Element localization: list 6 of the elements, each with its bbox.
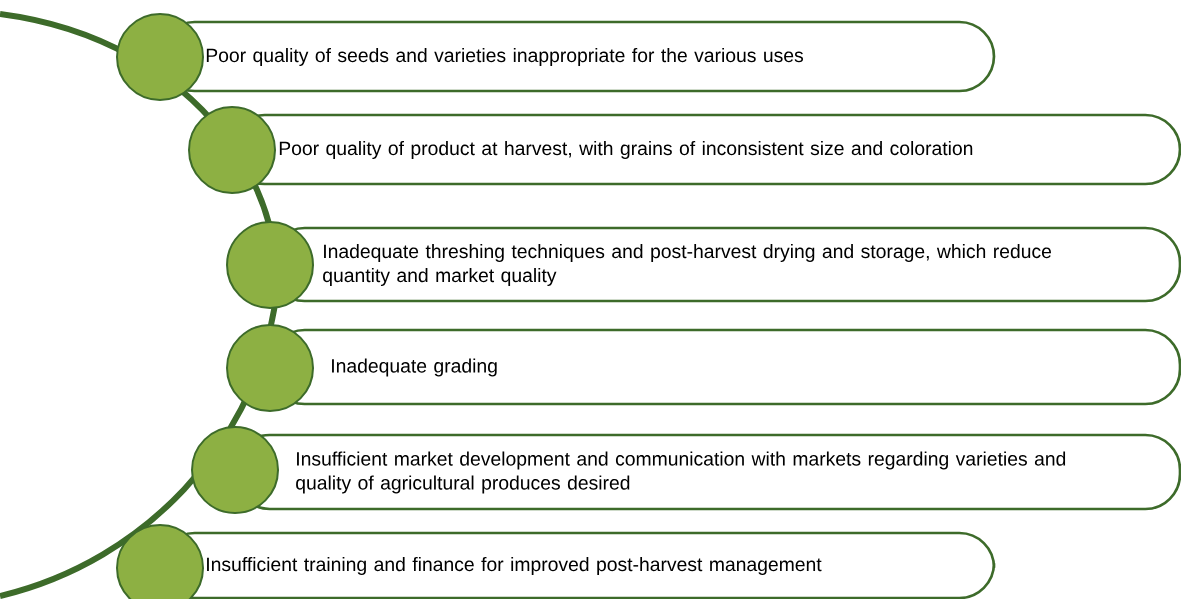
item-box: Inadequate threshing techniques and post-harvest drying and storage, which reduce quantity and market quality bbox=[226, 221, 1181, 309]
item-box: Poor quality of product at harvest, with grains of inconsistent size and coloration bbox=[188, 106, 1181, 194]
item-box: Inadequate grading bbox=[226, 324, 1181, 412]
item-box: Poor quality of seeds and varieties inappropriate for the various uses bbox=[116, 13, 996, 101]
item-box: Insufficient market development and communication with markets regarding varieties and quality of agricultural produces desired bbox=[191, 426, 1181, 514]
item-box: Insufficient training and finance for improved post-harvest management bbox=[116, 524, 996, 599]
